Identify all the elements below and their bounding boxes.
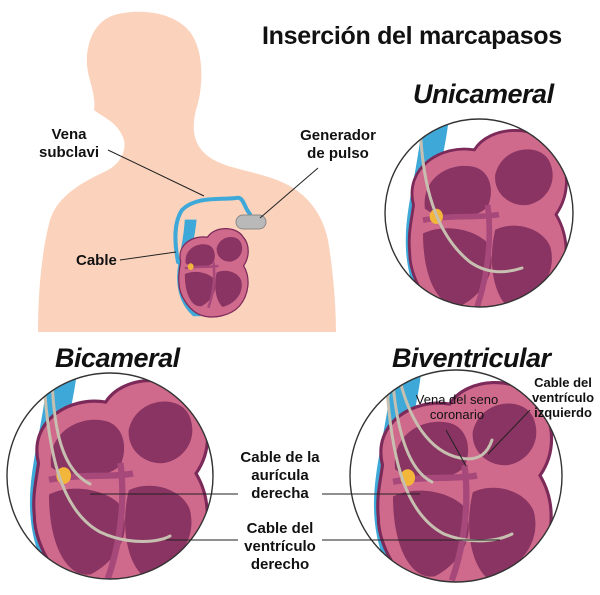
label-generador: Generador de pulso [290, 127, 386, 163]
panel-title-biventricular: Biventricular [392, 343, 551, 373]
label-vena-subclavia-line1: Vena [51, 126, 87, 143]
label-cable-ventriculo-derecho-line1: Cable del [246, 520, 314, 537]
label-cable-ventriculo-derecho: Cable del ventrículo derecho [232, 520, 328, 574]
label-cable-auricula-line3: derecha [251, 485, 309, 502]
page-title: Inserción del marcapasos [262, 22, 562, 50]
label-cable-auricula-line1: Cable de la [240, 449, 320, 466]
label-generador-line2: de pulso [307, 145, 369, 162]
label-cable-ventriculo-derecho-line2: ventrículo [244, 538, 316, 555]
label-vena-subclavia-line2: subclavi [38, 144, 100, 161]
panel-title-unicameral: Unicameral [413, 79, 554, 109]
bicameral-ring [6, 372, 214, 580]
body-heart [175, 218, 250, 319]
label-cable-ventriculo-izquierdo-line1: Cable del [534, 375, 592, 390]
label-cable-ventriculo-izquierdo-line3: izquierdo [534, 405, 592, 420]
label-vena-seno-line1: Vena del seno [415, 392, 499, 407]
callout-lines [90, 149, 531, 541]
biventricular-ring [349, 369, 563, 583]
label-vena-subclavia: Vena subclavi [24, 126, 114, 162]
label-generador-line1: Generador [300, 127, 376, 144]
unicameral-circle [385, 119, 573, 307]
label-cable-auricula: Cable de la aurícula derecha [230, 449, 330, 503]
label-vena-seno: Vena del seno coronario [412, 392, 502, 422]
label-cable-ventriculo-izquierdo: Cable del ventrículo izquierdo [528, 375, 598, 420]
bicameral-circle [7, 373, 213, 579]
torso-silhouette [38, 11, 336, 332]
subclavian-lead [173, 195, 252, 264]
label-cable-auricula-line2: aurícula [251, 467, 309, 484]
unicameral-ring [384, 118, 574, 308]
pulse-generator [235, 214, 267, 230]
panel-title-bicameral: Bicameral [55, 343, 180, 373]
label-vena-seno-line2: coronario [429, 407, 485, 422]
label-cable-ventriculo-izquierdo-line2: ventrículo [531, 390, 595, 405]
label-cable: Cable [76, 252, 117, 269]
label-cable-ventriculo-derecho-line3: derecho [250, 556, 310, 573]
